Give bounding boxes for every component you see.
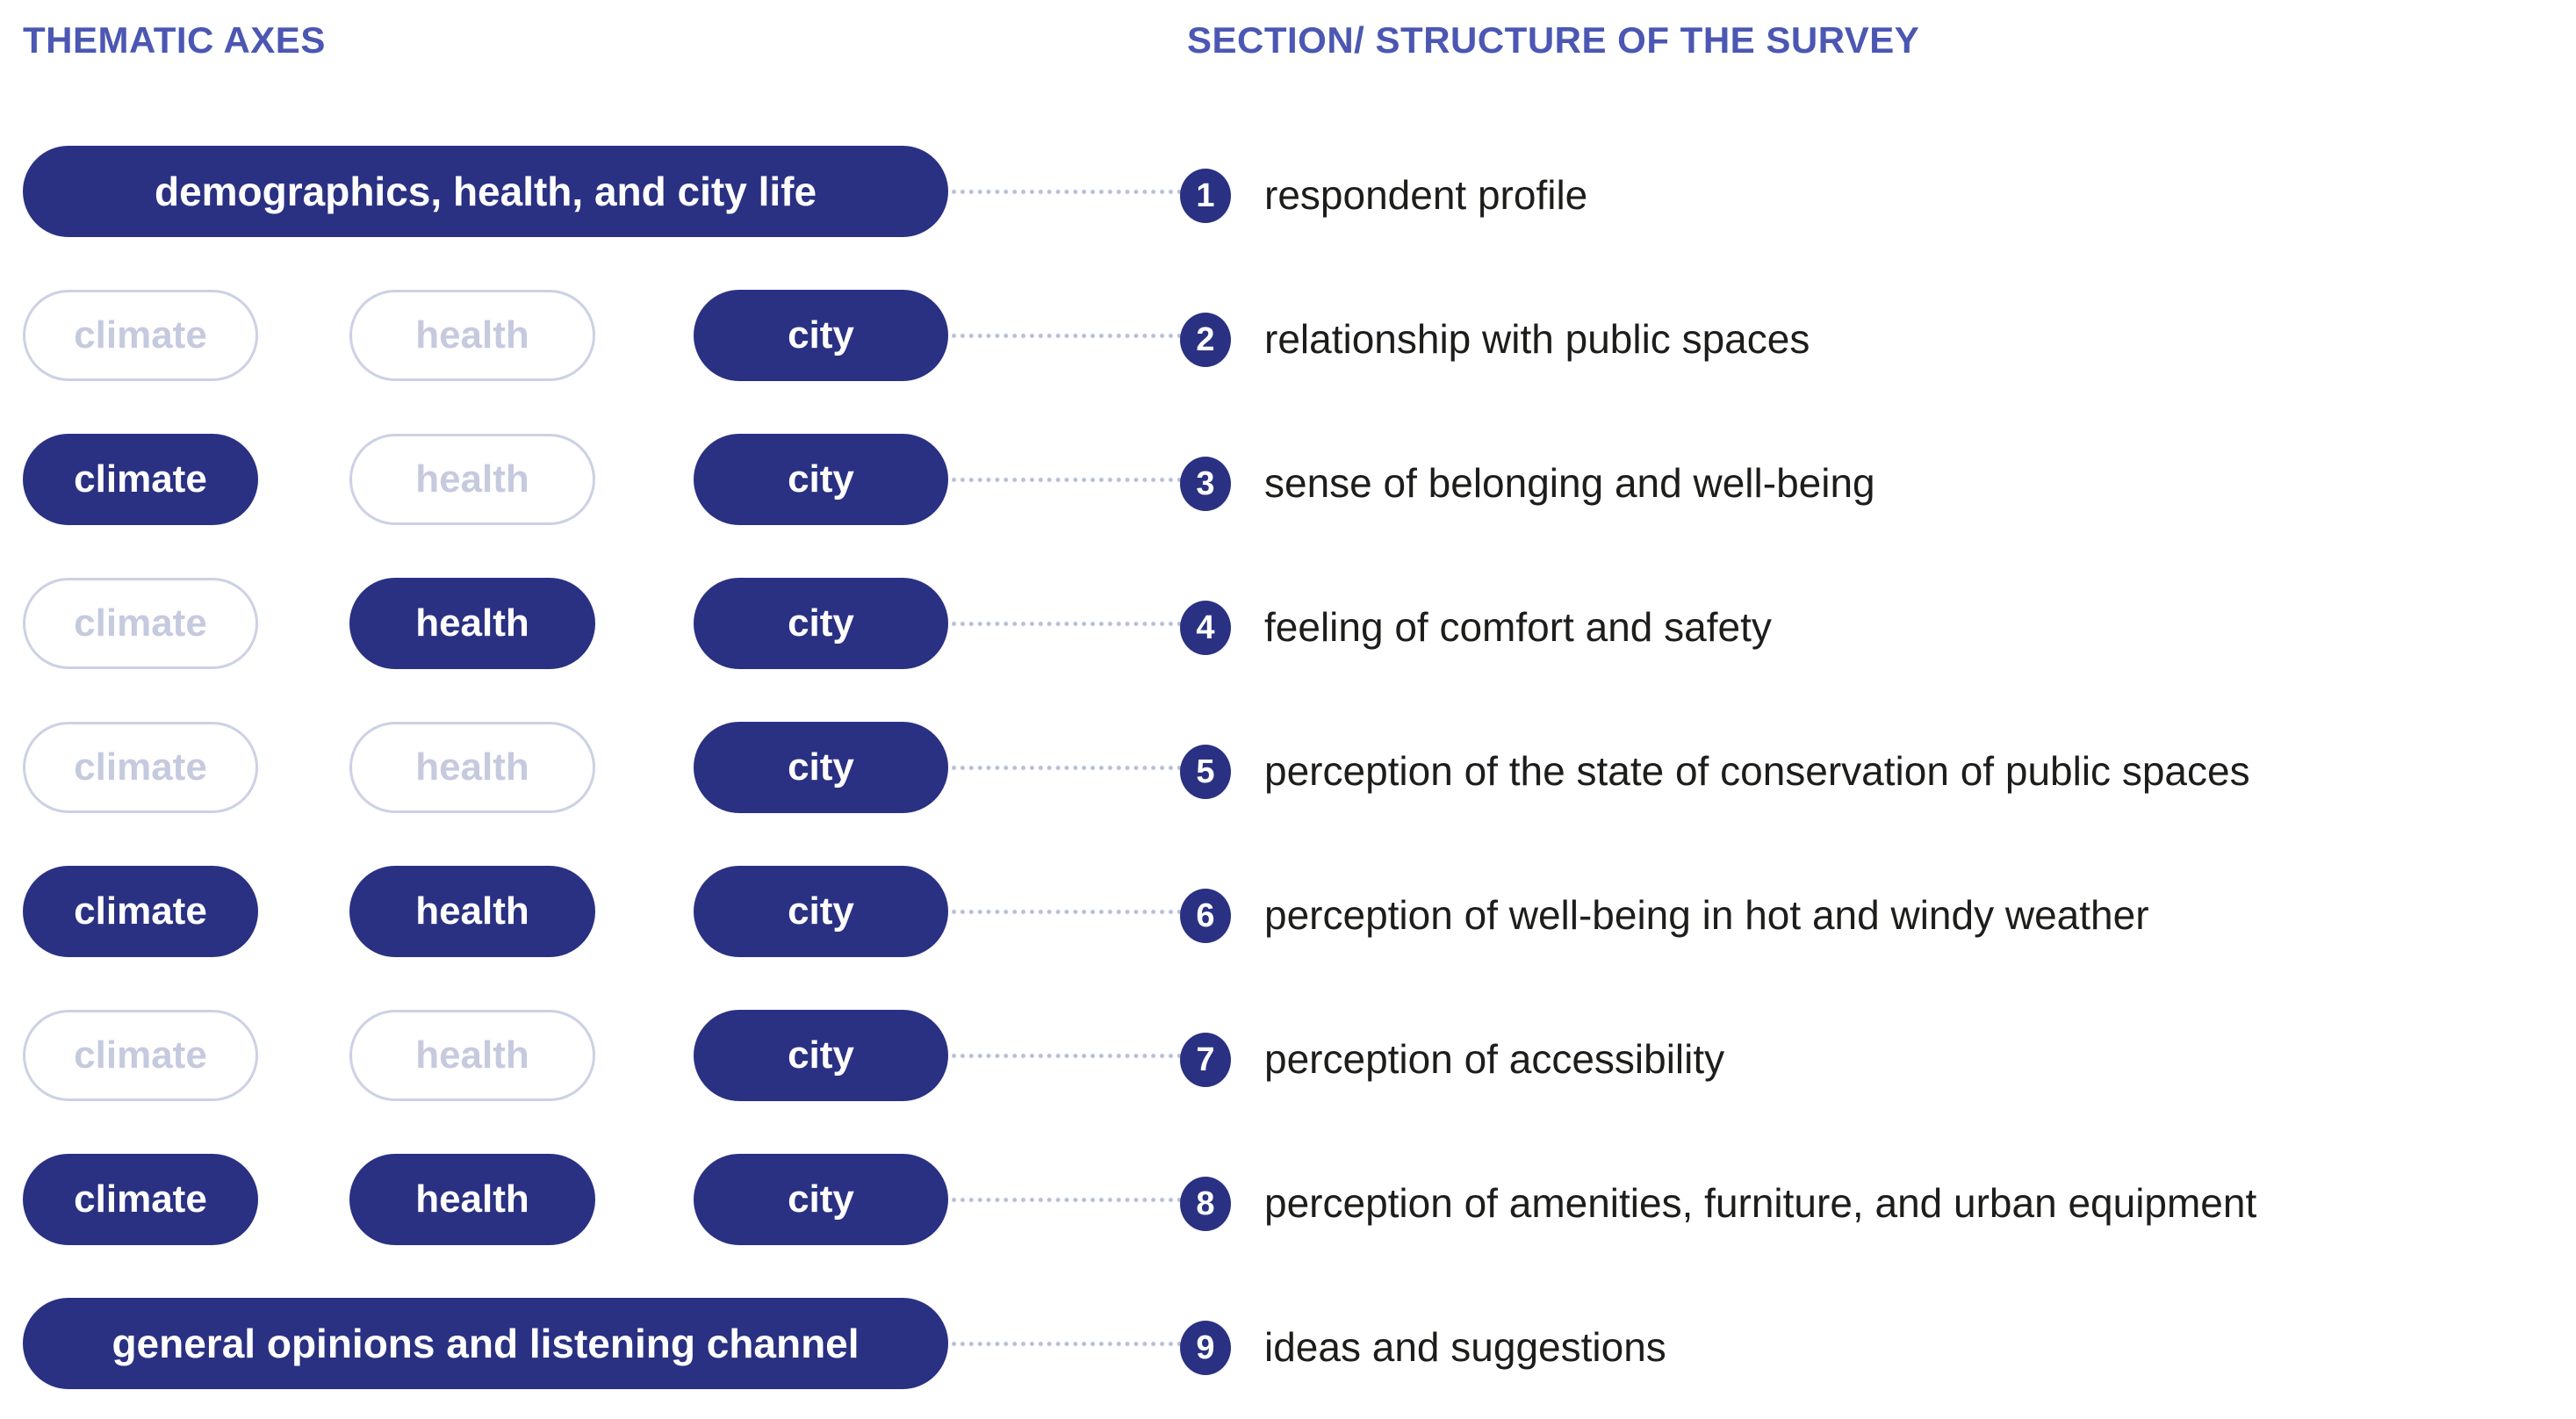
dotted-connector-line xyxy=(952,190,1191,198)
section-label: feeling of comfort and safety xyxy=(1264,604,1772,650)
section-cell: 2 relationship with public spaces xyxy=(1180,267,1810,411)
axis-pill-health[interactable]: health xyxy=(349,1010,595,1101)
survey-row: climate health city 2 relationship with publ… xyxy=(0,267,2576,411)
section-structure-header: SECTION/ STRUCTURE OF THE SURVEY xyxy=(1187,19,1920,61)
survey-row: climate health city 7 perception of accessib… xyxy=(0,987,2576,1131)
section-number-badge: 6 xyxy=(1180,889,1231,943)
dotted-connector-line xyxy=(952,910,1191,918)
survey-row: climate health city 6 perception of well-bei… xyxy=(0,843,2576,987)
section-label: respondent profile xyxy=(1264,172,1588,218)
dotted-connector-line xyxy=(952,766,1191,774)
thematic-axes-cell: climate health city xyxy=(0,1131,975,1275)
section-number-badge: 3 xyxy=(1180,457,1231,511)
section-cell: 6 perception of well-being in hot and win… xyxy=(1180,843,2149,987)
thematic-axes-cell: climate health city xyxy=(0,699,975,843)
section-number-badge: 5 xyxy=(1180,745,1231,799)
thematic-axes-cell: climate health city xyxy=(0,267,975,411)
section-label: sense of belonging and well-being xyxy=(1264,460,1875,506)
section-cell: 3 sense of belonging and well-being xyxy=(1180,411,1875,555)
section-label: relationship with public spaces xyxy=(1264,316,1810,362)
survey-row: climate health city 3 sense of belonging and… xyxy=(0,411,2576,555)
section-label: perception of the state of conservation … xyxy=(1264,748,2250,794)
dotted-connector-line xyxy=(952,622,1191,630)
survey-structure-rows: demographics, health, and city life 1 resp… xyxy=(0,123,2576,1419)
section-label: perception of well-being in hot and wind… xyxy=(1264,892,2149,938)
axis-pill-city[interactable]: city xyxy=(694,290,948,381)
dotted-connector-line xyxy=(952,1198,1191,1206)
section-cell: 1 respondent profile xyxy=(1180,123,1587,267)
axis-pill-city[interactable]: city xyxy=(694,722,948,813)
thematic-axes-cell: general opinions and listening channel xyxy=(0,1275,975,1419)
section-number-badge: 4 xyxy=(1180,601,1231,655)
axis-pill-climate[interactable]: climate xyxy=(23,866,258,957)
section-cell: 7 perception of accessibility xyxy=(1180,987,1724,1131)
dotted-connector-line xyxy=(952,1342,1191,1350)
axis-pill-city[interactable]: city xyxy=(694,434,948,525)
survey-row: climate health city 8 perception of amenitie… xyxy=(0,1131,2576,1275)
axis-pill-health[interactable]: health xyxy=(349,866,595,957)
survey-row: climate health city 5 perception of the stat… xyxy=(0,699,2576,843)
section-cell: 9 ideas and suggestions xyxy=(1180,1275,1666,1419)
section-label: perception of accessibility xyxy=(1264,1036,1725,1082)
axis-pill-city[interactable]: city xyxy=(694,578,948,669)
section-number-badge: 7 xyxy=(1180,1033,1231,1087)
axis-pill-health[interactable]: health xyxy=(349,722,595,813)
survey-row: climate health city 4 feeling of comfort and… xyxy=(0,555,2576,699)
axis-pill-health[interactable]: health xyxy=(349,1154,595,1245)
axis-pill-climate[interactable]: climate xyxy=(23,722,258,813)
section-number-badge: 9 xyxy=(1180,1321,1231,1375)
axis-pill-climate[interactable]: climate xyxy=(23,578,258,669)
thematic-axes-cell: climate health city xyxy=(0,987,975,1131)
thematic-axes-cell: climate health city xyxy=(0,843,975,987)
axis-pill-city[interactable]: city xyxy=(694,1010,948,1101)
axis-pill-city[interactable]: city xyxy=(694,866,948,957)
thematic-axes-cell: climate health city xyxy=(0,555,975,699)
section-cell: 5 perception of the state of conservation… xyxy=(1180,699,2250,843)
section-label: ideas and suggestions xyxy=(1264,1324,1666,1370)
axis-pill-health[interactable]: health xyxy=(349,434,595,525)
axis-pill-health[interactable]: health xyxy=(349,578,595,669)
survey-row: demographics, health, and city life 1 resp… xyxy=(0,123,2576,267)
axis-pill-city[interactable]: city xyxy=(694,1154,948,1245)
section-cell: 8 perception of amenities, furniture, and… xyxy=(1180,1131,2256,1275)
axis-pill-health[interactable]: health xyxy=(349,290,595,381)
dotted-connector-line xyxy=(952,1054,1191,1062)
section-number-badge: 2 xyxy=(1180,313,1231,367)
section-number-badge: 1 xyxy=(1180,169,1231,223)
axis-pill-climate[interactable]: climate xyxy=(23,1154,258,1245)
section-number-badge: 8 xyxy=(1180,1177,1231,1231)
column-headers: THEMATIC AXES SECTION/ STRUCTURE OF THE … xyxy=(0,19,2576,81)
section-label: perception of amenities, furniture, and … xyxy=(1264,1180,2257,1226)
thematic-axes-cell: climate health city xyxy=(0,411,975,555)
section-cell: 4 feeling of comfort and safety xyxy=(1180,555,1772,699)
dotted-connector-line xyxy=(952,334,1191,342)
axis-pill-climate[interactable]: climate xyxy=(23,1010,258,1101)
thematic-axes-cell: demographics, health, and city life xyxy=(0,123,975,267)
dotted-connector-line xyxy=(952,478,1191,486)
axis-pill-climate[interactable]: climate xyxy=(23,434,258,525)
axis-pill-banner[interactable]: demographics, health, and city life xyxy=(23,146,948,237)
axis-pill-climate[interactable]: climate xyxy=(23,290,258,381)
thematic-axes-header: THEMATIC AXES xyxy=(23,19,326,61)
axis-pill-banner[interactable]: general opinions and listening channel xyxy=(23,1298,948,1389)
